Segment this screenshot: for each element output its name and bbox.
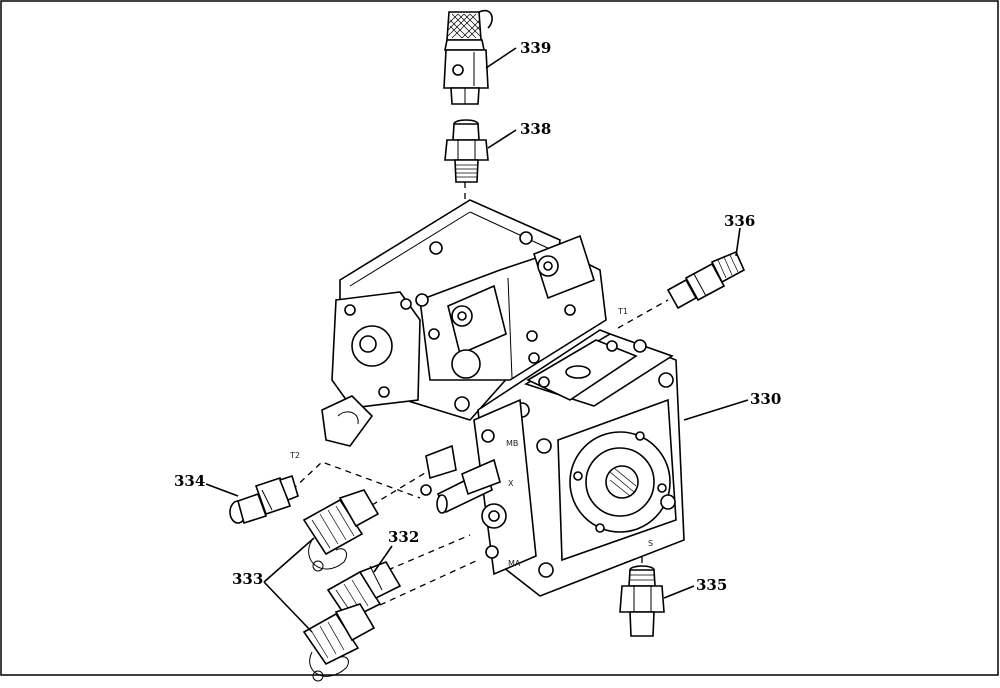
- port-mark-mb: MB: [506, 439, 518, 448]
- fitting-339: [443, 9, 493, 105]
- fitting-336: [666, 250, 746, 310]
- label-339: 339: [520, 39, 551, 57]
- callout-labels: 339 338 336 330 334 332 333 335: [174, 39, 781, 594]
- fitting-338: [444, 119, 489, 183]
- test-fitting-upper: [302, 489, 380, 572]
- port-mark-t1: T1: [617, 307, 628, 316]
- fitting-334: [229, 474, 299, 525]
- port-mark-s: S: [648, 539, 653, 548]
- label-334: 334: [174, 472, 205, 490]
- label-338: 338: [520, 120, 551, 138]
- port-mark-ma: MA: [508, 559, 521, 568]
- label-333: 333: [232, 570, 263, 588]
- port-mark-x: X: [508, 479, 514, 488]
- label-336: 336: [724, 212, 755, 230]
- test-fitting-lower: [302, 603, 376, 682]
- label-330: 330: [750, 390, 781, 408]
- fitting-332: [326, 561, 402, 622]
- pump-330-body: [321, 199, 685, 597]
- fitting-335: [619, 565, 665, 637]
- label-332: 332: [388, 528, 419, 546]
- port-mark-t2: T2: [289, 451, 300, 460]
- leader-lines: [205, 47, 749, 633]
- label-335: 335: [696, 576, 727, 594]
- port-marks: T1 T2 MB MA S X: [289, 307, 653, 568]
